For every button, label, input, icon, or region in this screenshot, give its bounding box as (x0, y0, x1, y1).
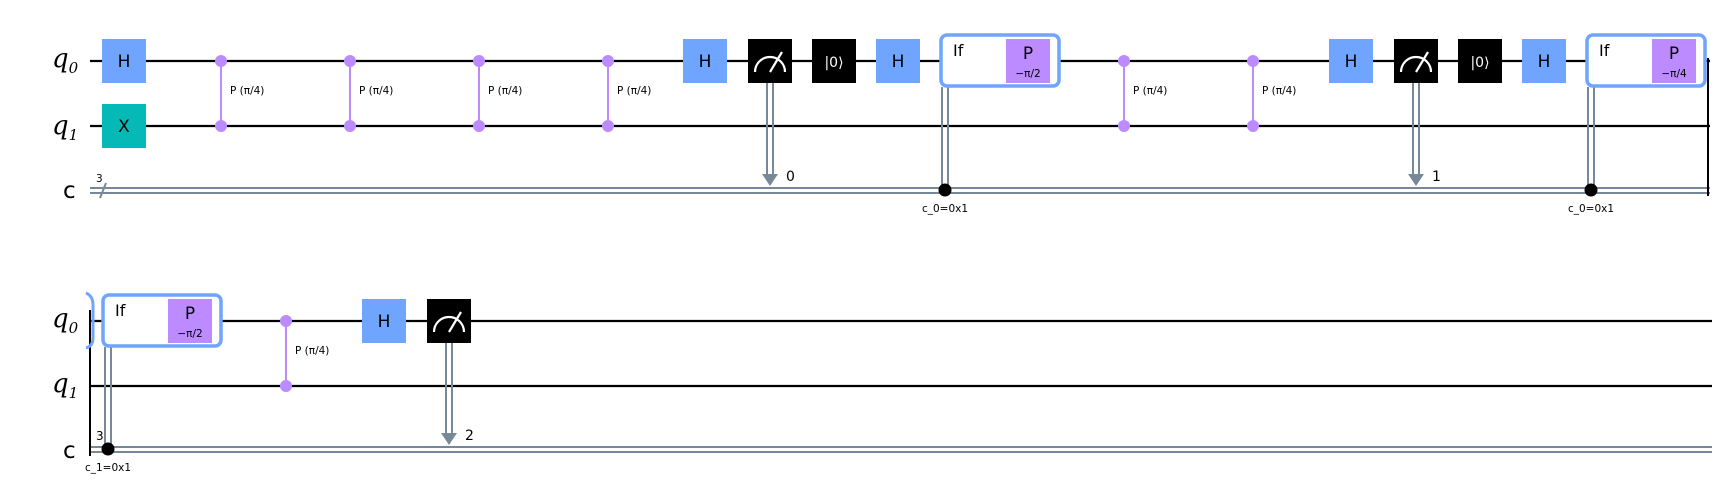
row-1: q0 q1 c 3 H X P (π/4) P (π/4) P (52, 33, 1710, 215)
reset-label: |0⟩ (824, 55, 843, 71)
register-label-c: c (63, 178, 76, 204)
measure-gate: 2 (427, 299, 474, 445)
gate-label: P (π/4) (617, 85, 651, 97)
gate-label: P (π/4) (1262, 85, 1296, 97)
gate-label: X (118, 117, 130, 137)
measure-bit-label: 0 (786, 169, 795, 185)
if-label: If (953, 41, 964, 60)
hadamard-gate (102, 39, 146, 83)
phase-gate (1652, 39, 1696, 83)
hadamard-gate (362, 299, 406, 343)
gate-label: H (892, 52, 905, 72)
controlled-phase-gate: P (π/4) (344, 55, 393, 132)
reset-label: |0⟩ (1470, 55, 1489, 71)
gate-param: −π/4 (1661, 68, 1687, 80)
reset-gate (812, 39, 856, 83)
if-else-block: If P −π/4 c_0=0x1 (1568, 33, 1707, 215)
register-label-q0: q0 (52, 304, 79, 337)
bundle-width: 3 (96, 429, 104, 443)
bundle-slash (99, 182, 107, 199)
gate-label: P (1669, 44, 1679, 64)
if-label: If (1599, 41, 1610, 60)
phase-gate (168, 299, 212, 343)
register-label-c: c (63, 438, 76, 464)
pauli-x-gate (102, 104, 146, 148)
condition-label: c_0=0x1 (922, 203, 968, 215)
gate-label: P (185, 304, 195, 324)
hadamard-gate (876, 39, 920, 83)
gate-label: H (378, 312, 391, 332)
if-label: If (115, 301, 126, 320)
if-else-block: If P −π/2 c_1=0x1 (85, 293, 223, 474)
gate-label: H (1345, 52, 1358, 72)
gate-label: H (118, 52, 131, 72)
gate-label: P (π/4) (230, 85, 264, 97)
hadamard-gate (1522, 39, 1566, 83)
measure-bit-label: 1 (1432, 169, 1441, 185)
gate-param: −π/2 (177, 328, 202, 340)
condition-dot (938, 183, 952, 197)
gate-label: P (π/4) (1133, 85, 1167, 97)
row-2: q0 q1 c 3 If P −π/2 c_1=0x1 P (π/4) (52, 291, 1712, 474)
condition-label: c_0=0x1 (1568, 203, 1614, 215)
gate-label: H (1538, 52, 1551, 72)
hadamard-gate (683, 39, 727, 83)
gate-label: P (π/4) (359, 85, 393, 97)
gate-label: P (π/4) (295, 345, 329, 357)
register-label-q1: q1 (52, 111, 78, 144)
controlled-phase-gate: P (π/4) (215, 55, 264, 132)
condition-dot (1584, 183, 1598, 197)
gate-label: H (699, 52, 712, 72)
controlled-phase-gate: P (π/4) (473, 55, 522, 132)
measure-bit-label: 2 (465, 428, 474, 444)
gate-param: −π/2 (1015, 68, 1040, 80)
gate-label: P (1023, 44, 1033, 64)
reset-gate (1458, 39, 1502, 83)
measure-gate: 0 (748, 39, 795, 186)
controlled-phase-gate: P (π/4) (602, 55, 651, 132)
register-label-q1: q1 (52, 369, 78, 402)
controlled-phase-gate: P (π/4) (1118, 55, 1167, 132)
if-block-continuation (85, 291, 95, 350)
register-label-q0: q0 (52, 44, 79, 77)
phase-gate (1006, 39, 1050, 83)
bundle-width: 3 (96, 173, 103, 185)
condition-label: c_1=0x1 (85, 462, 131, 474)
hadamard-gate (1329, 39, 1373, 83)
measure-gate: 1 (1394, 39, 1441, 186)
gate-label: P (π/4) (488, 85, 522, 97)
if-else-block: If P −π/2 c_0=0x1 (922, 33, 1061, 215)
condition-dot (101, 442, 115, 456)
controlled-phase-gate: P (π/4) (280, 315, 329, 392)
controlled-phase-gate: P (π/4) (1247, 55, 1296, 132)
